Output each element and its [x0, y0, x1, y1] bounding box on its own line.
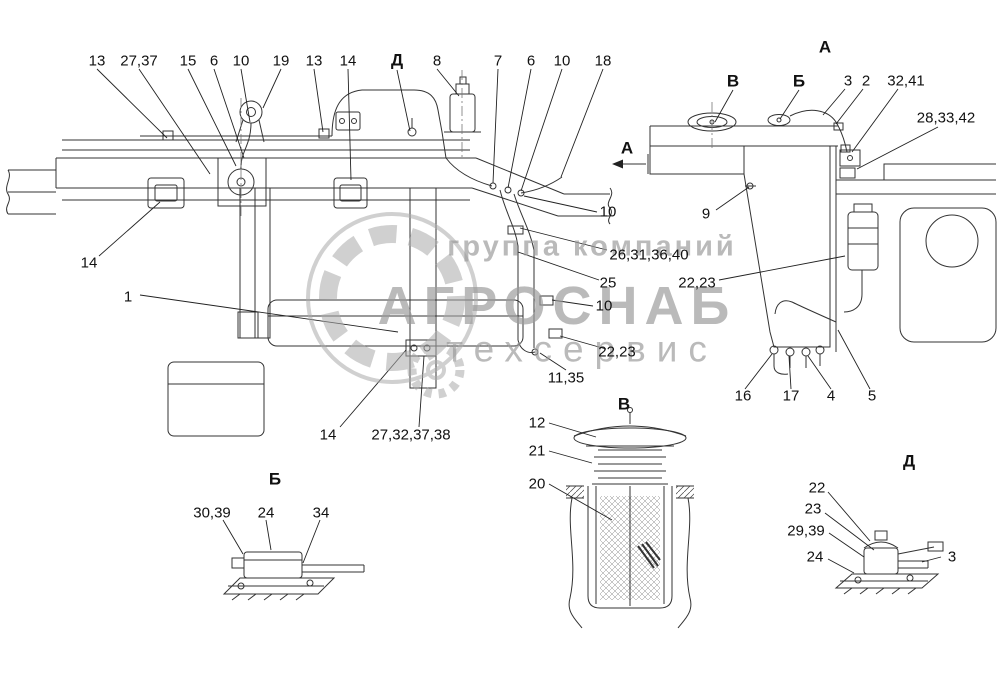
view-label: В — [617, 394, 631, 414]
callout-label: 1 — [123, 288, 133, 306]
callout-label: 27,32,37,38 — [371, 426, 451, 444]
leader-lines — [96, 68, 942, 574]
callout-label: 3 — [843, 72, 853, 90]
callout-label: 30,39 — [193, 504, 231, 522]
callout-label: 16 — [734, 387, 752, 405]
view-label: Б — [792, 71, 806, 91]
callout-label: 28,33,42 — [916, 109, 976, 127]
callout-label: 11,35 — [547, 369, 585, 387]
rear-view — [612, 102, 997, 375]
callout-label: 26,31,36,40 — [609, 246, 689, 264]
callout-label: 7 — [493, 52, 503, 70]
callout-label: 24 — [806, 548, 824, 566]
callout-label: 13 — [88, 52, 106, 70]
callout-label: 6 — [526, 52, 536, 70]
callout-label: 23 — [804, 500, 822, 518]
detail-b — [222, 551, 365, 601]
callout-label: 25 — [599, 274, 617, 292]
callout-label: 15 — [179, 52, 197, 70]
callout-label: 24 — [257, 504, 275, 522]
callout-label: 22,23 — [598, 343, 636, 361]
callout-label: 2 — [861, 72, 871, 90]
view-label: А — [620, 138, 634, 158]
callout-label: 20 — [528, 475, 546, 493]
callout-label: 4 — [826, 387, 836, 405]
callout-label: 10 — [595, 297, 613, 315]
view-label: А — [818, 37, 832, 57]
callout-label: 14 — [339, 52, 357, 70]
callout-label: 29,39 — [787, 522, 825, 540]
watermark-line2: техсервис — [446, 328, 718, 370]
view-label: Б — [268, 469, 282, 489]
callout-label: 34 — [312, 504, 330, 522]
callout-label: 6 — [209, 52, 219, 70]
callout-label: 22 — [808, 479, 826, 497]
watermark-brand: АГРОСНАБ — [377, 276, 737, 336]
callout-label: 8 — [432, 52, 442, 70]
callout-label: 10 — [232, 52, 250, 70]
view-label: В — [726, 71, 740, 91]
callout-label: 27,37 — [120, 52, 158, 70]
callout-label: 3 — [947, 548, 957, 566]
callout-label: 19 — [272, 52, 290, 70]
callout-label: 10 — [599, 203, 617, 221]
watermark-line1: группа компаний — [447, 230, 737, 263]
callout-label: 13 — [305, 52, 323, 70]
callout-label: 18 — [594, 52, 612, 70]
watermark-logo-icon — [306, 212, 478, 399]
callout-label: 9 — [701, 205, 711, 223]
callout-label: 14 — [319, 426, 337, 444]
callout-label: 21 — [528, 442, 546, 460]
callout-label: 14 — [80, 254, 98, 272]
callout-label: 32,41 — [887, 72, 925, 90]
detail-d — [834, 530, 944, 595]
callout-label: 22,23 — [678, 274, 716, 292]
callout-label: 12 — [528, 414, 546, 432]
detail-v — [566, 407, 694, 629]
callout-label: 5 — [867, 387, 877, 405]
view-label: Д — [902, 451, 916, 471]
view-label: Д — [390, 50, 404, 70]
callout-label: 10 — [553, 52, 571, 70]
callout-label: 17 — [782, 387, 800, 405]
